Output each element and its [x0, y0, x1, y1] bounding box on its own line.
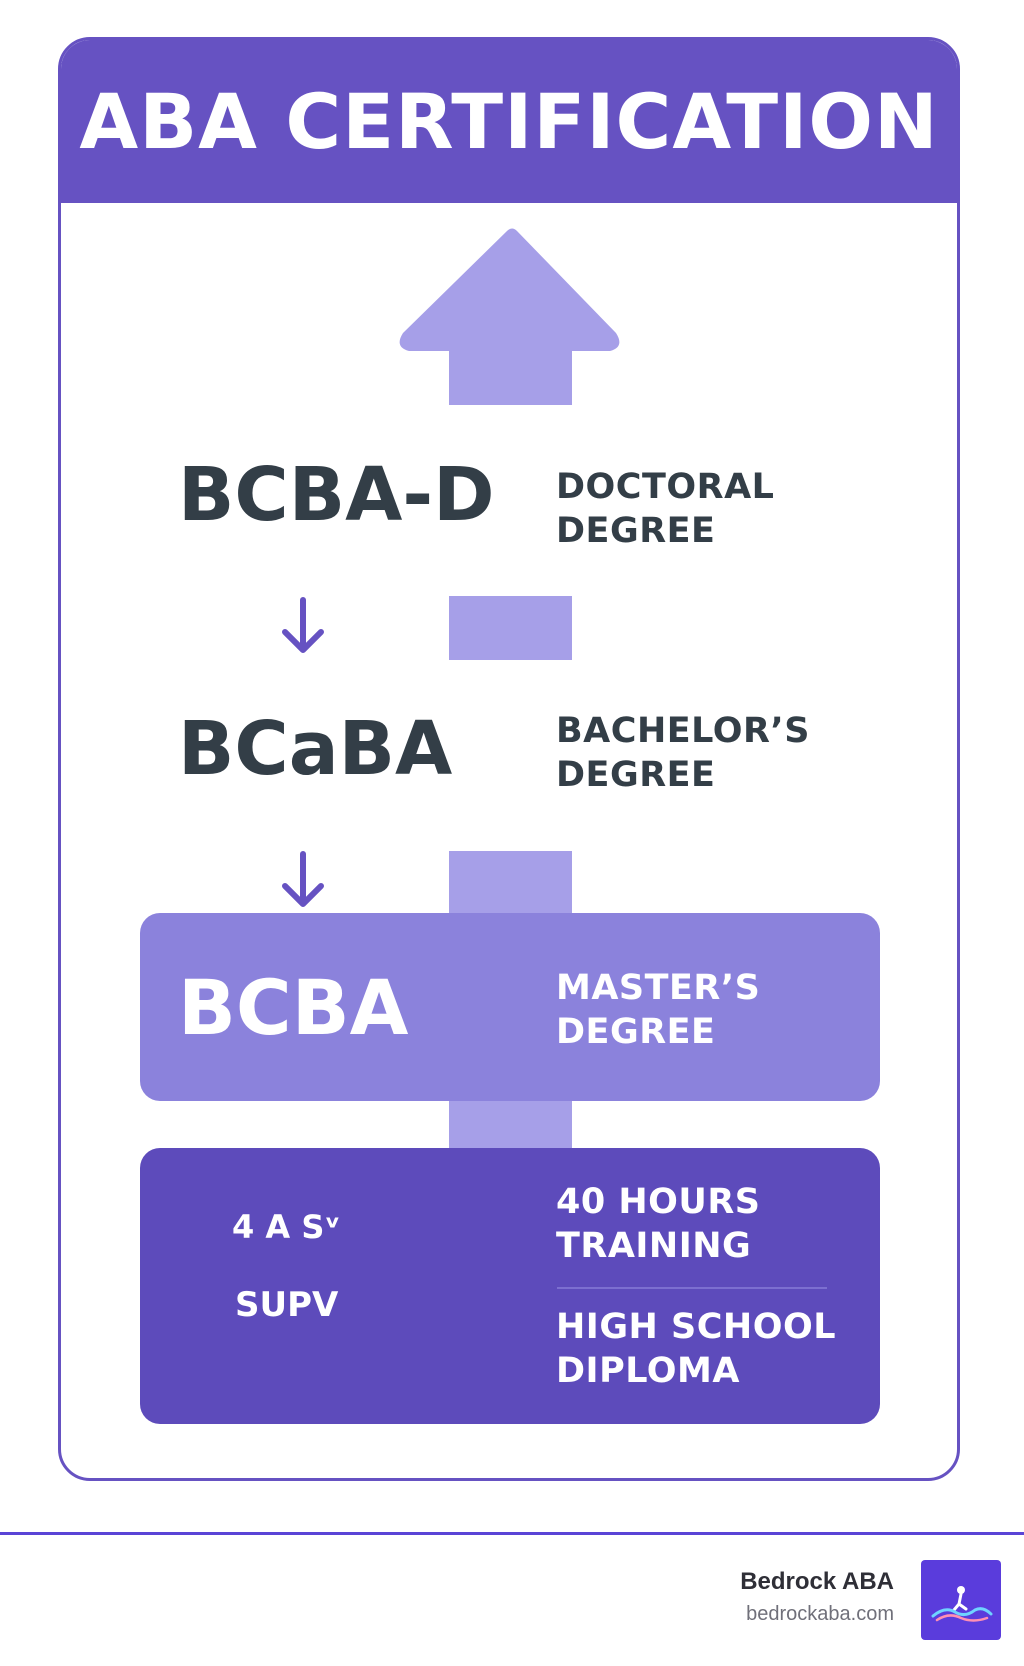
requirement-line: HIGH SCHOOL: [556, 1307, 837, 1347]
level-degree-bachelors: BACHELOR’S DEGREE: [556, 709, 810, 797]
base-left-top: 4 A Sᵛ: [232, 1208, 341, 1246]
level-degree-masters: MASTER’S DEGREE: [556, 966, 760, 1054]
degree-line: DEGREE: [556, 511, 716, 551]
training-requirement: 40 HOURS TRAINING: [556, 1180, 761, 1268]
requirement-line: DIPLOMA: [556, 1351, 740, 1391]
brand-name: Bedrock ABA: [740, 1568, 894, 1595]
requirement-line: 40 HOURS: [556, 1182, 761, 1222]
degree-line: DEGREE: [556, 755, 716, 795]
level-code-bcba-d: BCBA-D: [178, 452, 495, 538]
level-degree-doctoral: DOCTORAL DEGREE: [556, 465, 774, 553]
down-arrow-icon: [282, 851, 324, 907]
card-header: ABA CERTIFICATION: [61, 40, 957, 203]
base-left-bottom: SUPV: [235, 1285, 339, 1325]
bcba-box: [140, 913, 880, 1101]
diploma-requirement: HIGH SCHOOL DIPLOMA: [556, 1305, 836, 1393]
requirement-divider: [557, 1287, 827, 1289]
degree-line: MASTER’S: [556, 968, 761, 1008]
degree-line: BACHELOR’S: [556, 711, 810, 751]
degree-line: DOCTORAL: [556, 467, 775, 507]
degree-line: DEGREE: [556, 1012, 716, 1052]
level-code-bcaba: BCaBA: [178, 706, 453, 792]
brand-url: bedrockaba.com: [746, 1603, 894, 1625]
card-title: ABA CERTIFICATION: [79, 77, 939, 166]
down-arrow-icon: [282, 597, 324, 653]
bedrock-logo-icon: [921, 1560, 1001, 1640]
base-requirements-box: [140, 1148, 880, 1424]
level-code-bcba: BCBA: [178, 963, 409, 1052]
arrow-shaft-segment: [449, 851, 572, 915]
arrow-shaft-segment: [449, 1099, 572, 1149]
requirement-line: TRAINING: [556, 1226, 752, 1266]
footer-divider: [0, 1532, 1024, 1535]
arrow-shaft-segment: [449, 596, 572, 660]
